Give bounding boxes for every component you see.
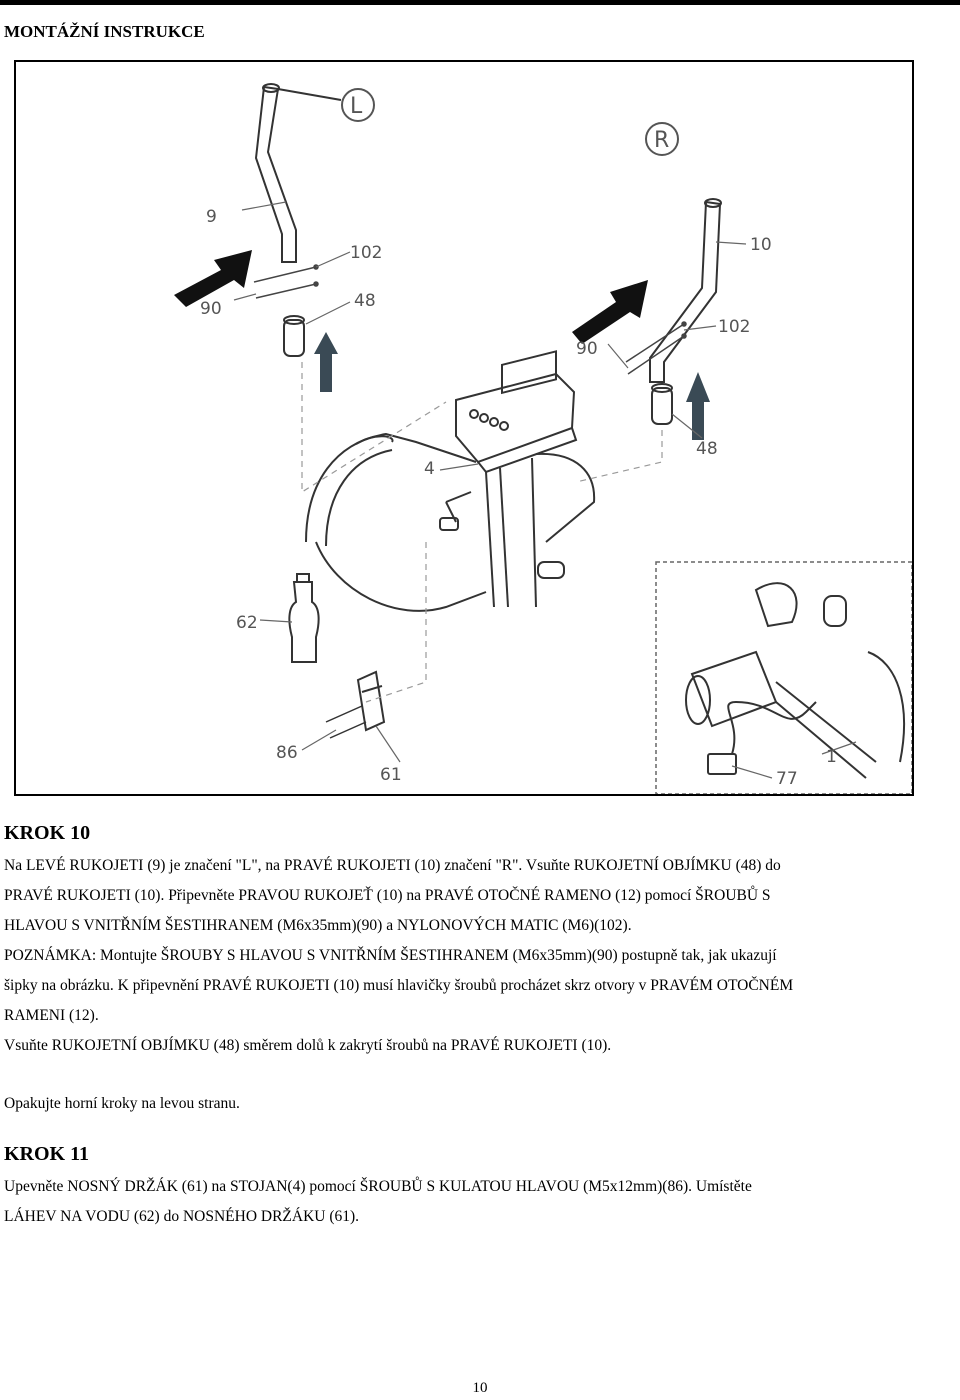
callout-90-right: 90 xyxy=(576,339,598,359)
svg-text:R: R xyxy=(654,128,669,153)
step-10-line: Vsuňte RUKOJETNÍ OBJÍMKU (48) směrem dol… xyxy=(4,1037,612,1054)
callout-61: 61 xyxy=(380,765,402,785)
direction-arrow-left xyxy=(174,250,252,307)
callout-9: 9 xyxy=(206,207,217,227)
step-11-line: Upevněte NOSNÝ DRŽÁK (61) na STOJAN(4) p… xyxy=(4,1178,752,1195)
page-title: MONTÁŽNÍ INSTRUKCE xyxy=(4,22,205,41)
callout-86: 86 xyxy=(276,743,298,763)
detail-inset xyxy=(655,561,912,794)
svg-text:L: L xyxy=(350,94,363,119)
assembly-diagram: L R xyxy=(14,60,914,796)
callout-48-right: 48 xyxy=(696,439,718,459)
repeat-note: Opakujte horní kroky na levou stranu. xyxy=(4,1095,240,1112)
up-arrow-left xyxy=(314,332,338,392)
left-marker: L xyxy=(341,88,375,122)
step-11-line: LÁHEV NA VODU (62) do NOSNÉHO DRŽÁKU (61… xyxy=(4,1208,360,1225)
callout-102-left: 102 xyxy=(350,243,382,263)
callout-4: 4 xyxy=(424,459,435,479)
page-number: 10 xyxy=(472,1380,488,1396)
step-10-line: RAMENI (12). xyxy=(4,1007,99,1024)
right-handlebar xyxy=(649,198,722,383)
bottle-holder xyxy=(325,670,386,739)
left-sleeve xyxy=(283,315,305,357)
step-10-heading: KROK 10 xyxy=(4,822,91,844)
arm-rails xyxy=(305,432,596,612)
callout-48-left: 48 xyxy=(354,291,376,311)
right-sleeve xyxy=(651,383,673,425)
callout-62: 62 xyxy=(236,613,258,633)
top-rule xyxy=(0,0,960,5)
console xyxy=(455,350,578,608)
callout-1: 1 xyxy=(826,747,837,767)
step-10-line: Na LEVÉ RUKOJETI (9) je značení "L", na … xyxy=(4,857,781,874)
right-marker: R xyxy=(645,122,679,156)
callout-102-right: 102 xyxy=(718,317,750,337)
left-handlebar xyxy=(254,83,342,263)
callout-90-left: 90 xyxy=(200,299,222,319)
power-adapter xyxy=(707,700,817,775)
step-11-heading: KROK 11 xyxy=(4,1143,90,1165)
callout-10: 10 xyxy=(750,235,772,255)
callout-77: 77 xyxy=(776,769,798,789)
step-10-line: HLAVOU S VNITŘNÍM ŠESTIHRANEM (M6x35mm)(… xyxy=(4,917,632,934)
step-10-line: PRAVÉ RUKOJETI (10). Připevněte PRAVOU R… xyxy=(4,887,771,904)
step-10-line: šipky na obrázku. K připevnění PRAVÉ RUK… xyxy=(4,977,794,994)
up-arrow-right xyxy=(686,372,710,440)
direction-arrow-right xyxy=(572,280,648,344)
step-10-line: POZNÁMKA: Montujte ŠROUBY S HLAVOU S VNI… xyxy=(4,947,777,964)
instructions: KROK 10 Na LEVÉ RUKOJETI (9) je značení … xyxy=(4,822,954,1232)
water-bottle xyxy=(288,573,320,663)
